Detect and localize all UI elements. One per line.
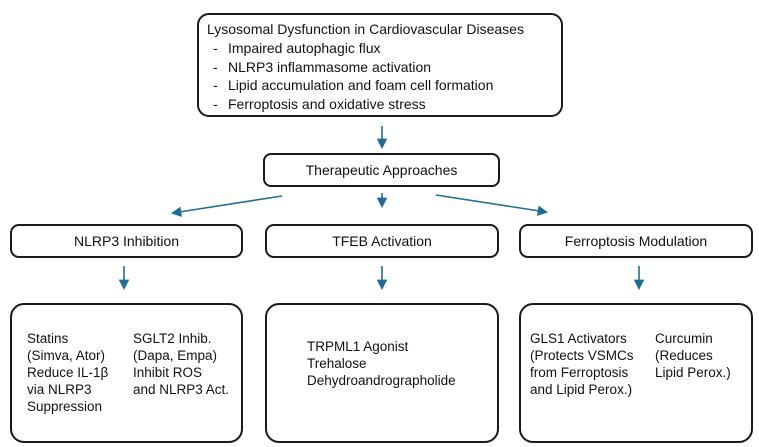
- hub-box-therapeutic-approaches: Therapeutic Approaches: [263, 153, 500, 187]
- detail-column-tfeb-agonists: TRPML1 Agonist Trehalose Dehydroandrogra…: [307, 338, 456, 389]
- detail-column-sglt2: SGLT2 Inhib. (Dapa, Empa) Inhibit ROS an…: [133, 330, 229, 398]
- bullet-dash: -: [213, 40, 218, 56]
- arrow-hub-to-nlrp3: [170, 195, 283, 217]
- arrow-hub-to-ferroptosis: [435, 194, 549, 216]
- detail-line: SGLT2 Inhib.: [133, 331, 212, 346]
- bullet-dash: -: [213, 58, 218, 75]
- root-bullet-text: NLRP3 inflammasome activation: [228, 58, 432, 75]
- branch-box-nlrp3-inhibition: NLRP3 Inhibition: [10, 224, 243, 258]
- detail-column-gls1: GLS1 Activators (Protects VSMCs from Fer…: [530, 330, 634, 398]
- detail-line: (Dapa, Empa): [133, 348, 218, 363]
- detail-line: Suppression: [27, 399, 103, 414]
- detail-column-statins: Statins (Simva, Ator) Reduce IL-1β via N…: [27, 330, 108, 415]
- detail-line: GLS1 Activators: [530, 331, 627, 346]
- root-bullet-4: - Ferroptosis and oxidative stress: [213, 95, 553, 114]
- detail-line: Dehydroandrographolide: [307, 373, 456, 388]
- hub-box-label: Therapeutic Approaches: [305, 162, 458, 178]
- root-bullet-2: - NLRP3 inflammasome activation: [213, 58, 553, 77]
- detail-line: (Reduces: [655, 348, 713, 363]
- branch-box-label: NLRP3 Inhibition: [73, 233, 180, 249]
- detail-line: via NLRP3: [27, 382, 92, 397]
- root-box: Lysosomal Dysfunction in Cardiovascular …: [197, 13, 563, 117]
- branch-box-label: TFEB Activation: [332, 233, 432, 249]
- branch-box-ferroptosis-modulation: Ferroptosis Modulation: [519, 224, 753, 258]
- detail-line: Trehalose: [307, 356, 367, 371]
- root-bullet-text: Ferroptosis and oxidative stress: [228, 95, 426, 112]
- detail-line: Curcumin: [655, 331, 713, 346]
- detail-box-tfeb-activation: TRPML1 Agonist Trehalose Dehydroandrogra…: [265, 303, 499, 443]
- detail-line: TRPML1 Agonist: [307, 339, 409, 354]
- detail-line: Reduce IL-1β: [27, 365, 109, 380]
- detail-line: Inhibit ROS: [133, 365, 203, 380]
- detail-box-nlrp3-inhibition: Statins (Simva, Ator) Reduce IL-1β via N…: [10, 303, 243, 443]
- branch-box-tfeb-activation: TFEB Activation: [265, 224, 499, 258]
- bullet-dash: -: [213, 95, 218, 112]
- branch-box-label: Ferroptosis Modulation: [564, 233, 708, 249]
- root-bullet-1: - Impaired autophagic flux: [213, 39, 553, 58]
- root-bullet-text: Impaired autophagic flux: [228, 40, 381, 56]
- detail-line: (Simva, Ator): [27, 348, 106, 363]
- detail-line: and NLRP3 Act.: [133, 382, 230, 397]
- root-bullet-3: - Lipid accumulation and foam cell forma…: [213, 76, 553, 95]
- detail-line: Statins: [27, 331, 69, 346]
- detail-line: (Protects VSMCs: [530, 348, 634, 363]
- root-box-title: Lysosomal Dysfunction in Cardiovascular …: [207, 21, 524, 37]
- detail-column-curcumin: Curcumin (Reduces Lipid Perox.): [655, 330, 731, 381]
- detail-box-ferroptosis-modulation: GLS1 Activators (Protects VSMCs from Fer…: [519, 303, 753, 443]
- bullet-dash: -: [213, 77, 218, 93]
- detail-line: and Lipid Perox.): [530, 382, 633, 397]
- detail-line: from Ferroptosis: [530, 365, 629, 380]
- detail-line: Lipid Perox.): [655, 365, 731, 380]
- root-bullet-text: Lipid accumulation and foam cell formati…: [228, 77, 494, 93]
